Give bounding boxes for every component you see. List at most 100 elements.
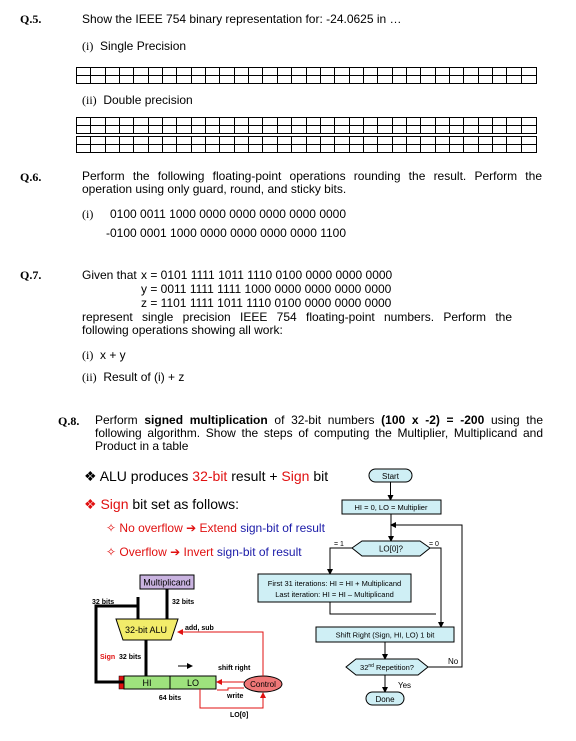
bit-cell[interactable] [335,144,350,152]
bit-cell[interactable] [234,137,250,145]
bit-cell[interactable] [335,137,350,145]
bit-cell[interactable] [436,125,450,133]
bit-cell[interactable] [120,144,135,152]
bit-cell[interactable] [220,68,235,76]
bit-cell[interactable] [249,68,264,76]
bit-cell[interactable] [105,137,121,145]
bit-cell[interactable] [106,75,121,83]
bit-cell[interactable] [77,68,92,76]
bit-cell[interactable] [507,125,522,133]
bit-cell[interactable] [364,75,379,83]
bit-cell[interactable] [191,68,207,76]
bit-cell[interactable] [192,75,207,83]
bit-cell[interactable] [220,125,235,133]
bit-cell[interactable] [134,118,149,126]
bit-cell[interactable] [307,125,321,133]
bit-cell[interactable] [421,68,436,76]
bit-cell[interactable] [163,118,178,126]
bit-cell[interactable] [393,75,407,83]
bit-cell[interactable] [493,125,508,133]
bit-cell[interactable] [120,75,135,83]
bit-cell[interactable] [249,144,264,152]
bit-cell[interactable] [163,125,178,133]
bit-cell[interactable] [406,68,422,76]
bit-cell[interactable] [91,68,106,76]
bit-cell[interactable] [421,75,436,83]
bit-cell[interactable] [464,68,479,76]
bit-cell[interactable] [349,118,364,126]
bit-cell[interactable] [206,68,221,76]
bit-cell[interactable] [163,68,178,76]
bit-cell[interactable] [249,75,264,83]
bit-cell[interactable] [492,137,508,145]
bit-cell[interactable] [206,144,221,152]
bit-cell[interactable] [77,118,92,126]
bit-cell[interactable] [321,125,336,133]
bit-cell[interactable] [407,75,422,83]
bit-cell[interactable] [435,118,450,126]
bit-cell[interactable] [521,68,536,76]
bit-cell[interactable] [120,137,135,145]
bit-cell[interactable] [321,144,336,152]
bit-cell[interactable] [450,75,465,83]
bit-cell[interactable] [507,137,522,145]
bit-cell[interactable] [235,75,250,83]
bit-cell[interactable] [521,118,536,126]
bit-cell[interactable] [177,144,192,152]
bit-cell[interactable] [77,144,92,152]
bit-cell[interactable] [235,125,250,133]
bit-cell[interactable] [335,125,350,133]
bit-cell[interactable] [507,118,522,126]
bit-cell[interactable] [278,125,293,133]
bit-cell[interactable] [478,118,493,126]
bit-cell[interactable] [249,125,264,133]
bit-cell[interactable] [350,75,364,83]
bit-cell[interactable] [393,144,407,152]
bit-cell[interactable] [349,68,364,76]
bit-cell[interactable] [263,68,278,76]
bit-cell[interactable] [349,137,364,145]
bit-cell[interactable] [249,118,264,126]
bit-cell[interactable] [392,137,407,145]
bit-cell[interactable] [406,137,422,145]
bit-cell[interactable] [263,125,278,133]
bit-cell[interactable] [450,144,465,152]
bit-cell[interactable] [149,125,164,133]
bit-cell[interactable] [364,125,379,133]
bit-cell[interactable] [350,144,364,152]
bit-cell[interactable] [479,125,493,133]
bit-cell[interactable] [493,75,508,83]
bit-cell[interactable] [421,137,436,145]
bit-cell[interactable] [320,68,336,76]
bit-cell[interactable] [191,118,207,126]
bit-cell[interactable] [307,144,321,152]
bit-cell[interactable] [177,118,192,126]
bit-cell[interactable] [320,118,336,126]
bit-cell[interactable] [91,118,106,126]
bit-cell[interactable] [148,118,164,126]
bit-cell[interactable] [378,118,393,126]
bit-cell[interactable] [292,125,307,133]
bit-cell[interactable] [77,137,92,145]
bit-cell[interactable] [149,144,164,152]
bit-cell[interactable] [292,68,307,76]
bit-cell[interactable] [363,137,379,145]
bit-cell[interactable] [192,125,207,133]
bit-cell[interactable] [277,68,293,76]
bit-cell[interactable] [378,125,393,133]
bit-cell[interactable] [392,68,407,76]
bit-cell[interactable] [521,137,536,145]
bit-cell[interactable] [148,137,164,145]
bit-cell[interactable] [507,68,522,76]
bit-cell[interactable] [492,68,508,76]
bit-cell[interactable] [263,137,278,145]
bit-cell[interactable] [363,68,379,76]
bit-cell[interactable] [450,125,465,133]
bit-cell[interactable] [105,118,121,126]
bit-cell[interactable] [134,68,149,76]
bit-cell[interactable] [206,137,221,145]
bit-cell[interactable] [192,144,207,152]
bit-cell[interactable] [191,137,207,145]
bit-cell[interactable] [306,68,321,76]
bit-cell[interactable] [120,125,135,133]
